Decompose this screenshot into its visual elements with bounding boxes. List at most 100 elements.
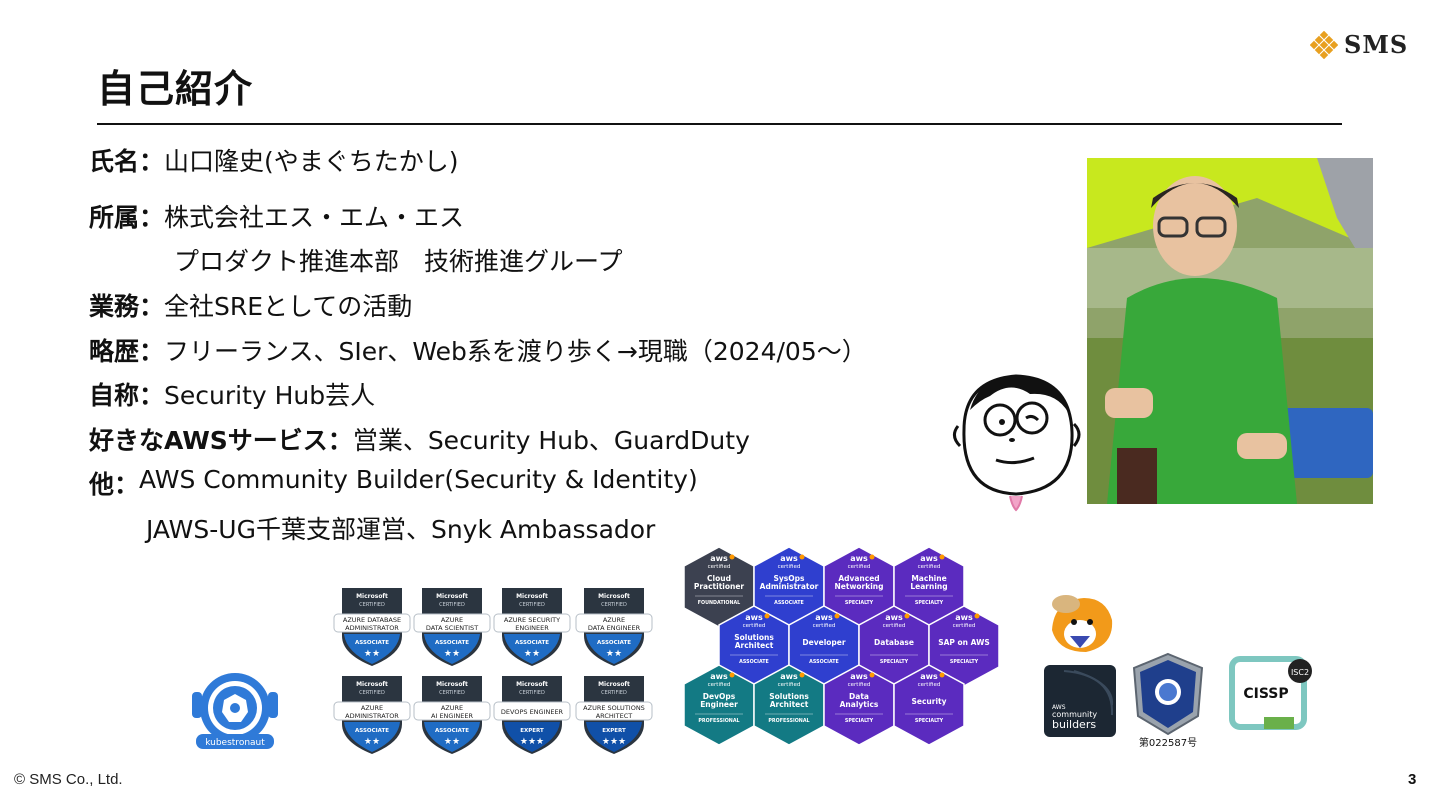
riss-badge: 第022587号 [1132,652,1204,749]
badge-name-2: ARCHITECT [596,712,633,720]
aws-badge-name: Security [911,697,946,706]
badge-name: DEVOPS ENGINEER [501,708,564,716]
nickname-value: Security Hub芸人 [164,381,376,410]
badge-vendor: Microsoft [436,681,468,688]
job-line: 業務：全社SREとしての活動 [89,287,412,323]
badge-certified: CERTIFIED [601,602,627,608]
aws-badge-name: Solutions [734,633,774,642]
org-key: 所属： [89,203,165,232]
kubestronaut-label: kubestronaut [205,738,265,748]
badge-vendor: Microsoft [356,593,388,600]
badge-stars: ★★ [364,649,380,659]
badge-name-2: ENGINEER [515,624,549,632]
badge-name: AZURE DATABASE [343,616,401,624]
cissp-label: CISSP [1243,686,1288,702]
slide-title: 自己紹介 [97,67,254,111]
aws-badge-certified: certified [778,682,801,688]
aws-badge-certified: certified [848,564,871,570]
aws-badge-level: SPECIALTY [880,659,909,665]
aws-badge-certified: certified [953,623,976,629]
kubestronaut-badge: kubestronaut [192,673,278,749]
badge-name: AZURE SOLUTIONS [583,704,645,712]
badge-certified: CERTIFIED [601,690,627,696]
name-value: 山口隆史(やまぐちたかし) [164,147,459,176]
aws-badge-brand: aws [920,672,938,681]
aws-badge-level: FOUNDATIONAL [698,600,741,606]
aws-badge: awscertifiedSolutionsArchitectPROFESSION… [753,664,825,746]
page-number: 3 [1408,771,1417,788]
badge-vendor: Microsoft [356,681,388,688]
badge-vendor: Microsoft [516,681,548,688]
aws-badge-brand: aws [920,554,938,563]
aws-badge-name-2: Architect [735,641,774,650]
aws-badge-brand: aws [780,672,798,681]
badge-name: AZURE SECURITY [504,616,560,624]
badge-name-2: DATA ENGINEER [588,624,641,632]
aws-badge-name-2: Practitioner [694,582,745,591]
aws-badge-certified: certified [708,682,731,688]
aws-badge-brand: aws [955,613,973,622]
aws-badge-name-2: Learning [910,582,947,591]
badge-level: ASSOCIATE [597,640,631,646]
org-value-2: プロダクト推進本部 技術推進グループ [174,247,623,276]
copyright-footer: © SMS Co., Ltd. [14,771,123,788]
aws-badge-level: SPECIALTY [845,718,874,724]
aws-badge-name: Solutions [769,692,809,701]
org-line-2: プロダクト推進本部 技術推進グループ [174,242,623,278]
aws-badge-certified: certified [778,564,801,570]
doodle-face-illustration [953,374,1081,512]
aws-badge-brand: aws [850,554,868,563]
badge-level: EXPERT [602,728,626,734]
aws-badge-name: Data [849,692,869,701]
aws-badge-certified: certified [813,623,836,629]
badge-name: AZURE [441,616,463,624]
badge-stars: ★★★ [602,737,626,747]
badge-level: ASSOCIATE [515,640,549,646]
nickname-line: 自称：Security Hub芸人 [89,376,375,412]
aws-badge-name: Machine [911,574,946,583]
aws-badge-level: ASSOCIATE [774,600,804,606]
other-line-2: JAWS-UG千葉支部運営、Snyk Ambassador [146,510,655,546]
badge-name-2: ADMINISTRATOR [345,712,399,720]
badge-certified: CERTIFIED [359,690,385,696]
badge-vendor: Microsoft [436,593,468,600]
other-value-1: AWS Community Builder(Security & Identit… [139,465,698,494]
riss-number: 第022587号 [1139,736,1197,749]
badge-certified: CERTIFIED [439,602,465,608]
aws-badge-name-2: Architect [770,700,809,709]
aws-badge-level: ASSOCIATE [739,659,769,665]
aws-badge-level: PROFESSIONAL [768,718,809,724]
sms-diamond-icon [1310,30,1338,59]
aws-badge-certified: certified [918,564,941,570]
badge-vendor: Microsoft [598,681,630,688]
badge-vendor: Microsoft [598,593,630,600]
aws-badge-name-2: Engineer [700,700,738,709]
aws-badge-brand: aws [850,672,868,681]
favorite-key: 好きなAWSサービス： [89,426,353,455]
microsoft-badge: MicrosoftCERTIFIEDAZUREADMINISTRATORASSO… [333,676,411,754]
aws-community-builders-badge: AWS community builders [1044,665,1116,737]
org-line: 所属：株式会社エス・エム・エス [89,198,464,234]
badge-certified: CERTIFIED [519,690,545,696]
sms-logo: SMS [1310,30,1408,59]
aws-badge-level: SPECIALTY [915,600,944,606]
aws-badge-brand: aws [745,613,763,622]
community-line-1: AWS [1052,704,1066,711]
aws-badge-brand: aws [780,554,798,563]
favorite-line: 好きなAWSサービス：営業、Security Hub、GuardDuty [89,421,750,457]
title-divider [97,123,1342,125]
aws-badge-brand: aws [885,613,903,622]
aws-badge-certified: certified [848,682,871,688]
other-line: 他：AWS Community Builder(Security & Ident… [89,465,698,501]
badge-level: ASSOCIATE [355,728,389,734]
badge-name-2: DATA SCIENTIST [426,624,478,632]
aws-badge-brand: aws [710,672,728,681]
favorite-value: 営業、Security Hub、GuardDuty [352,426,750,455]
aws-badge-certified: certified [743,623,766,629]
